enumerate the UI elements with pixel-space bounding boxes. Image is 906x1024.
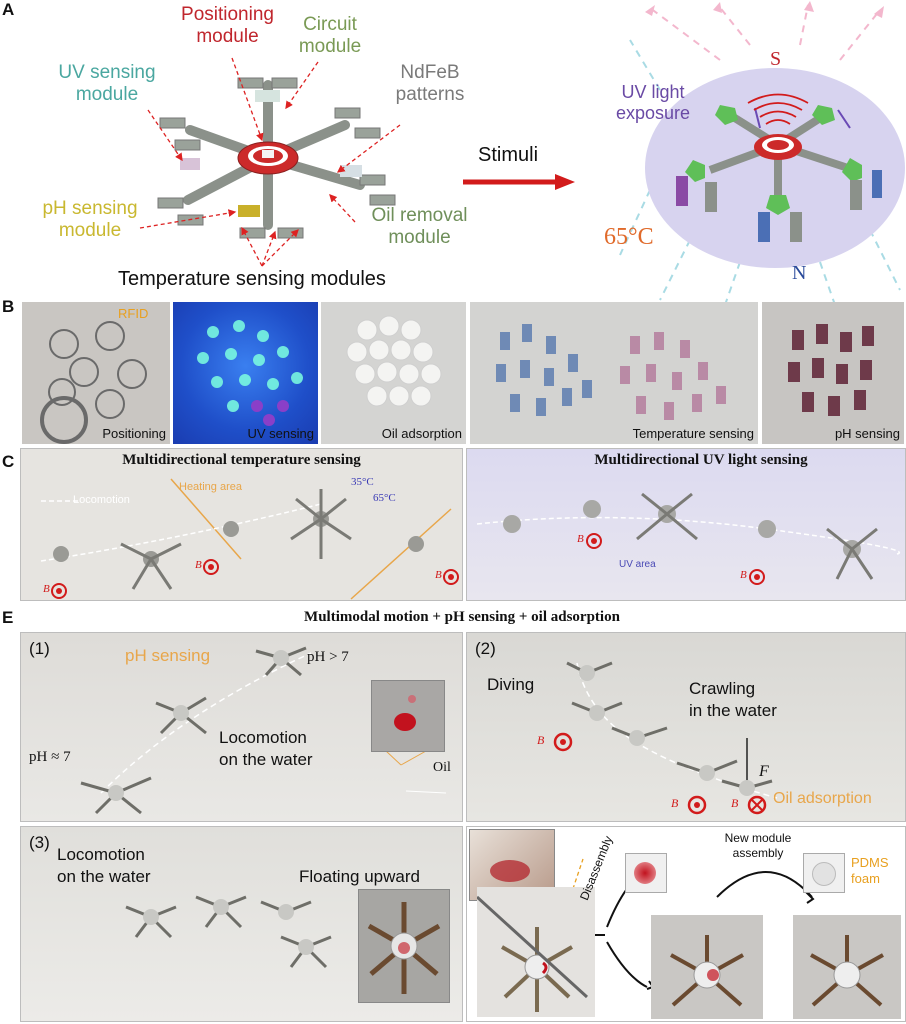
e3-inset-photo bbox=[358, 889, 450, 1003]
locomotion-label: Locomotion bbox=[73, 494, 130, 506]
e1-number: (1) bbox=[29, 639, 50, 658]
oil-removal-module-label: Oil removal module bbox=[371, 205, 468, 248]
e2-number: (2) bbox=[475, 639, 496, 658]
panel-e-label: E bbox=[2, 608, 14, 627]
temperature-65-label: 65°C bbox=[604, 224, 654, 250]
e3-locomotion-label: Locomotion on the water bbox=[57, 845, 151, 886]
oil-label: Oil bbox=[433, 760, 451, 775]
south-pole-label: S bbox=[770, 48, 782, 70]
b-field-label-e2: B bbox=[671, 796, 679, 810]
panel-d: Multidirectional UV light sensing B B UV… bbox=[466, 448, 906, 601]
ph-sensing-module-label: pH sensing module bbox=[42, 198, 138, 241]
robot-right-arms bbox=[708, 111, 850, 205]
rfid-label: RFID bbox=[118, 306, 149, 321]
ph-gt-7-label: pH > 7 bbox=[307, 649, 349, 665]
panel-c-title: Multidirectional temperature sensing bbox=[122, 452, 361, 468]
panel-d-title: Multidirectional UV light sensing bbox=[594, 452, 808, 468]
caption-uv-sensing: UV sensing bbox=[247, 426, 314, 441]
photo-positioning: RFID Positioning bbox=[22, 302, 170, 444]
photo-uv-sensing: UV sensing bbox=[173, 302, 318, 444]
heating-area-label: Heating area bbox=[179, 481, 242, 493]
ndfeb-patterns-label: NdFeB patterns bbox=[395, 62, 465, 105]
robot-arms bbox=[183, 80, 365, 230]
oil-adsorption-label: Oil adsorption bbox=[773, 790, 872, 807]
floating-upward-label: Floating upward bbox=[299, 867, 420, 886]
b-field-label-d1: B bbox=[577, 533, 584, 545]
positioning-module-label: Positioning module bbox=[181, 4, 274, 47]
field-lines-bottom bbox=[619, 39, 901, 306]
panel-e1: (1) pH sensing pH > 7 pH ≈ 7 Locomotion … bbox=[20, 632, 463, 822]
caption-ph-sensing: pH sensing bbox=[834, 426, 900, 441]
b-field-label-e3: B bbox=[731, 796, 739, 810]
robot-modules bbox=[180, 90, 362, 217]
ph-eq-7-label: pH ≈ 7 bbox=[29, 749, 71, 765]
panel-e3: (3) Locomotion on the water Floating upw… bbox=[20, 826, 463, 1022]
panel-e2: (2) Diving Crawling in the water F Oil a… bbox=[466, 632, 906, 822]
rf-wave-icon bbox=[747, 93, 809, 125]
pdms-foam-photo bbox=[803, 853, 845, 893]
temp-65-label: 65°C bbox=[373, 492, 396, 504]
temperature-sensing-modules-label: Temperature sensing modules bbox=[118, 268, 386, 290]
panel-b-label: B bbox=[2, 297, 15, 316]
photo-oil-adsorption: Oil adsorption bbox=[321, 302, 466, 444]
ph-sensing-label: pH sensing bbox=[125, 646, 211, 665]
e3-number: (3) bbox=[29, 833, 50, 852]
circuit-module-label: Circuit module bbox=[298, 14, 362, 57]
f-main-photo bbox=[477, 887, 595, 1017]
photo-ph-sensing: pH sensing bbox=[762, 302, 904, 444]
new-module-assembly-label: New module assembly bbox=[724, 831, 792, 860]
uv-area-label: UV area bbox=[619, 559, 656, 570]
uv-light-exposure-label: UV light exposure bbox=[615, 82, 691, 123]
diving-label: Diving bbox=[487, 675, 535, 694]
caption-oil-adsorption: Oil adsorption bbox=[381, 426, 462, 441]
f-robot-with-red-disk bbox=[651, 915, 763, 1019]
crawling-label: Crawling in the water bbox=[689, 679, 777, 720]
b-field-label-1: B bbox=[43, 583, 50, 595]
robot-right-modules bbox=[676, 105, 882, 242]
b-field-label-d2: B bbox=[740, 569, 747, 581]
panel-c: Multidirectional temperature sensing Loc… bbox=[20, 448, 463, 601]
b-field-label-2: B bbox=[195, 559, 202, 571]
e1-inset-photo bbox=[371, 680, 445, 752]
oil-droplet bbox=[394, 713, 416, 731]
pdms-foam-label: PDMS foam bbox=[851, 855, 889, 886]
panel-e-title: Multimodal motion + pH sensing + oil ads… bbox=[304, 609, 620, 625]
temp-35-label: 35°C bbox=[351, 476, 374, 488]
panel-f: Disassembly New module assembly PDMS foa… bbox=[466, 826, 906, 1022]
red-disk-photo bbox=[625, 853, 667, 893]
caption-positioning: Positioning bbox=[102, 426, 166, 441]
force-label: F bbox=[759, 763, 769, 780]
north-pole-label: N bbox=[792, 262, 807, 284]
e1-locomotion-label: Locomotion on the water bbox=[219, 728, 313, 769]
field-lines-top bbox=[649, 4, 881, 61]
stimuli-label: Stimuli bbox=[478, 144, 539, 166]
b-field-label-3: B bbox=[435, 569, 442, 581]
b-field-label-e1: B bbox=[537, 733, 545, 747]
photo-temperature-sensing: Temperature sensing bbox=[470, 302, 758, 444]
f-robot-with-pdms bbox=[793, 915, 901, 1019]
panel-a-label: A bbox=[2, 0, 15, 19]
uv-sensing-module-label: UV sensing module bbox=[58, 62, 156, 105]
caption-temperature-sensing: Temperature sensing bbox=[632, 426, 754, 441]
panel-c-label: C bbox=[2, 452, 15, 471]
